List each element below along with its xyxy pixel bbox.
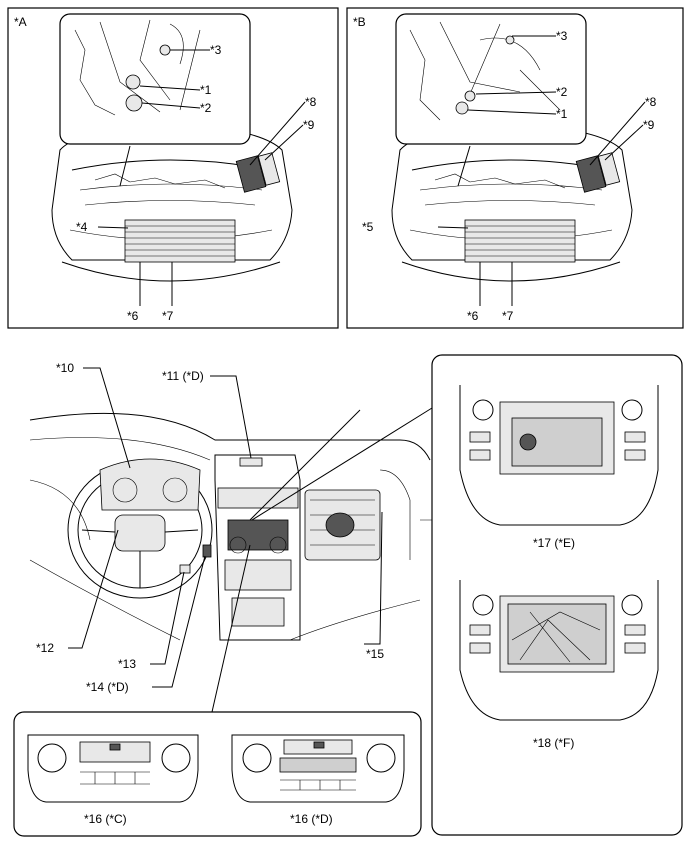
- display-detail-panel: *17 (*E) *18 (*F): [431, 354, 683, 836]
- callout-14: *14 (*D): [86, 680, 129, 694]
- callout-2-a: *2: [200, 101, 212, 115]
- callout-3-b: *3: [556, 29, 568, 43]
- callout-1-b: *1: [556, 107, 568, 121]
- leader-16-box: [211, 544, 251, 713]
- callout-7-a: *7: [162, 309, 174, 323]
- leader-14: [152, 555, 206, 688]
- callout-2-b: *2: [556, 85, 568, 99]
- display-panel-frame: [431, 354, 683, 836]
- callout-3-a: *3: [210, 43, 222, 57]
- callout-6-b: *6: [467, 309, 479, 323]
- pressure-sensor-a: [125, 74, 141, 90]
- callout-12: *12: [36, 641, 54, 655]
- panel-b: *B: [346, 7, 684, 329]
- pipe-fitting-a: [159, 44, 171, 56]
- zoom-leader-a: [119, 145, 131, 187]
- callout-1-a: *1: [200, 83, 212, 97]
- control-unit-b: [575, 152, 621, 193]
- navigation-display-unit: [459, 580, 659, 721]
- switch-14: [202, 544, 212, 558]
- switch-13: [179, 564, 191, 574]
- callout-9-b: *9: [643, 118, 655, 132]
- callout-10: *10: [56, 361, 74, 375]
- air-conditioning-unit: [304, 489, 381, 561]
- panel-a-title: *A: [14, 15, 27, 29]
- callout-13: *13: [118, 657, 136, 671]
- climate-control-panel: *16 (*C) *16 (*D): [13, 711, 422, 837]
- inset-box-a: [59, 13, 251, 187]
- leader-17-edge: [251, 407, 433, 521]
- callout-7-b: *7: [502, 309, 514, 323]
- callout-16-d: *16 (*D): [290, 812, 333, 826]
- callout-16-c: *16 (*C): [84, 812, 127, 826]
- dashboard-view: *10 *11 (*D) *12 *13 *14 (*D) *15: [29, 361, 433, 713]
- panel-b-title: *B: [353, 15, 366, 29]
- climate-control-c: [27, 734, 199, 803]
- pressure-sensor-b: [455, 101, 469, 115]
- leader-10: [83, 367, 131, 469]
- callout-8-a: *8: [305, 95, 317, 109]
- inset-box-b: [395, 13, 587, 187]
- callout-9-a: *9: [303, 118, 315, 132]
- zoom-leader-b: [457, 145, 471, 187]
- callout-17: *17 (*E): [533, 536, 575, 550]
- callout-11: *11 (*D): [162, 369, 204, 383]
- leader-15: [364, 511, 383, 645]
- climate-panel-frame: [13, 711, 422, 837]
- leader-12: [68, 529, 119, 649]
- climate-control-d: [231, 734, 405, 803]
- panel-a: *A: [7, 7, 339, 329]
- callout-6-a: *6: [127, 309, 139, 323]
- leader-17-box: [249, 409, 361, 521]
- leader-11: [210, 375, 252, 459]
- condenser-b: [464, 219, 576, 263]
- callout-8-b: *8: [645, 95, 657, 109]
- audio-display-unit: [459, 385, 659, 526]
- control-unit-a: [235, 152, 281, 193]
- center-stack: [214, 454, 301, 641]
- callout-5: *5: [362, 220, 374, 234]
- leader-13: [150, 571, 185, 665]
- condenser-a: [124, 219, 236, 263]
- callout-18: *18 (*F): [533, 736, 574, 750]
- service-valve-b: [464, 90, 476, 102]
- combination-meter: [99, 458, 201, 511]
- pipe-fitting-b: [505, 35, 515, 45]
- dashboard-outline: [29, 412, 431, 461]
- callout-15: *15: [366, 647, 384, 661]
- service-valve-a: [125, 94, 143, 112]
- callout-4: *4: [76, 220, 88, 234]
